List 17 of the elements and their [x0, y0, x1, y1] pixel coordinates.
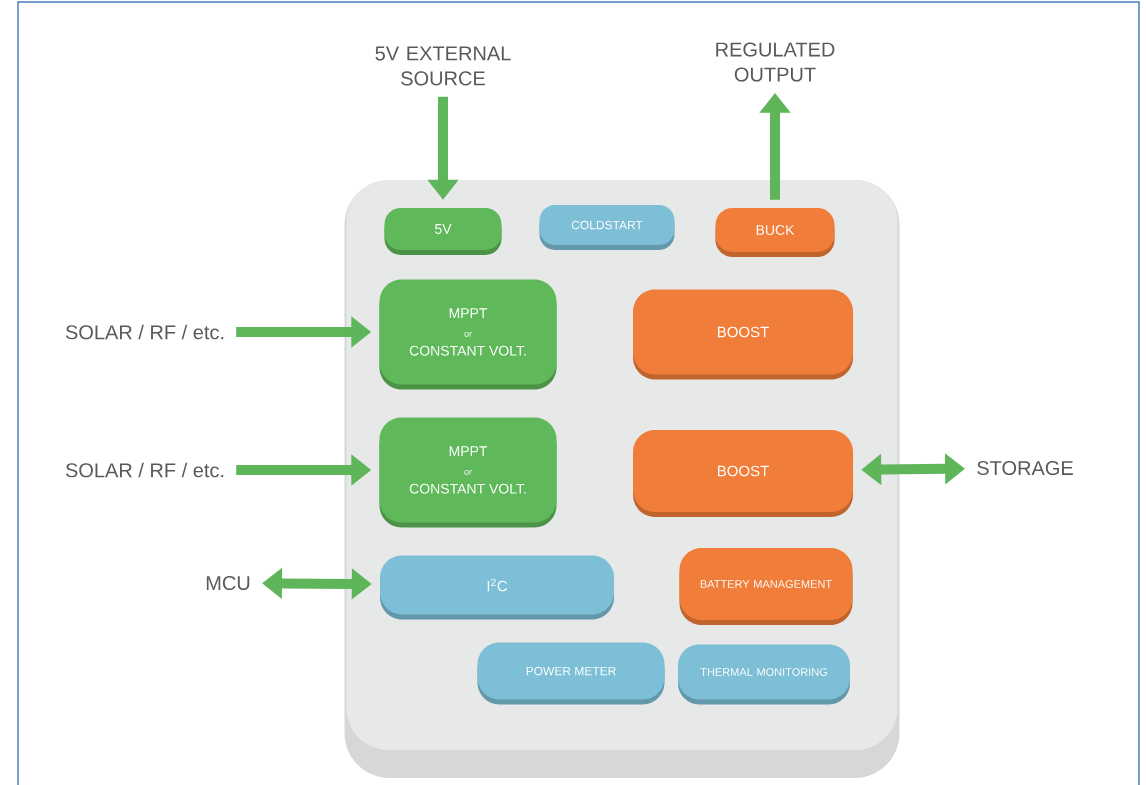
function-block: POWER METER [477, 642, 665, 705]
function-block: BATTERY MANAGEMENT [679, 548, 853, 625]
function-block: I$^{2}$C [380, 555, 614, 620]
signal-label: STORAGE [977, 460, 1073, 476]
function-block: BOOST [633, 289, 853, 380]
function-block: BUCK [715, 208, 835, 257]
signal-label: 5V EXTERNAL SOURCE [375, 46, 511, 86]
function-block: 5V [384, 208, 502, 255]
function-block: COLDSTART [539, 205, 675, 250]
signal-label: REGULATED OUTPUT [716, 42, 835, 82]
signal-label: SOLAR / RF / etc. [65, 324, 224, 340]
signal-label: SOLAR / RF / etc. [65, 462, 224, 478]
function-block: MPPT or CONSTANT VOLT. [379, 279, 557, 390]
signal-label: MCU [206, 575, 250, 591]
function-block: THERMAL MONITORING [678, 644, 850, 705]
function-block: BOOST [633, 430, 853, 517]
function-block: MPPT or CONSTANT VOLT. [379, 417, 557, 528]
